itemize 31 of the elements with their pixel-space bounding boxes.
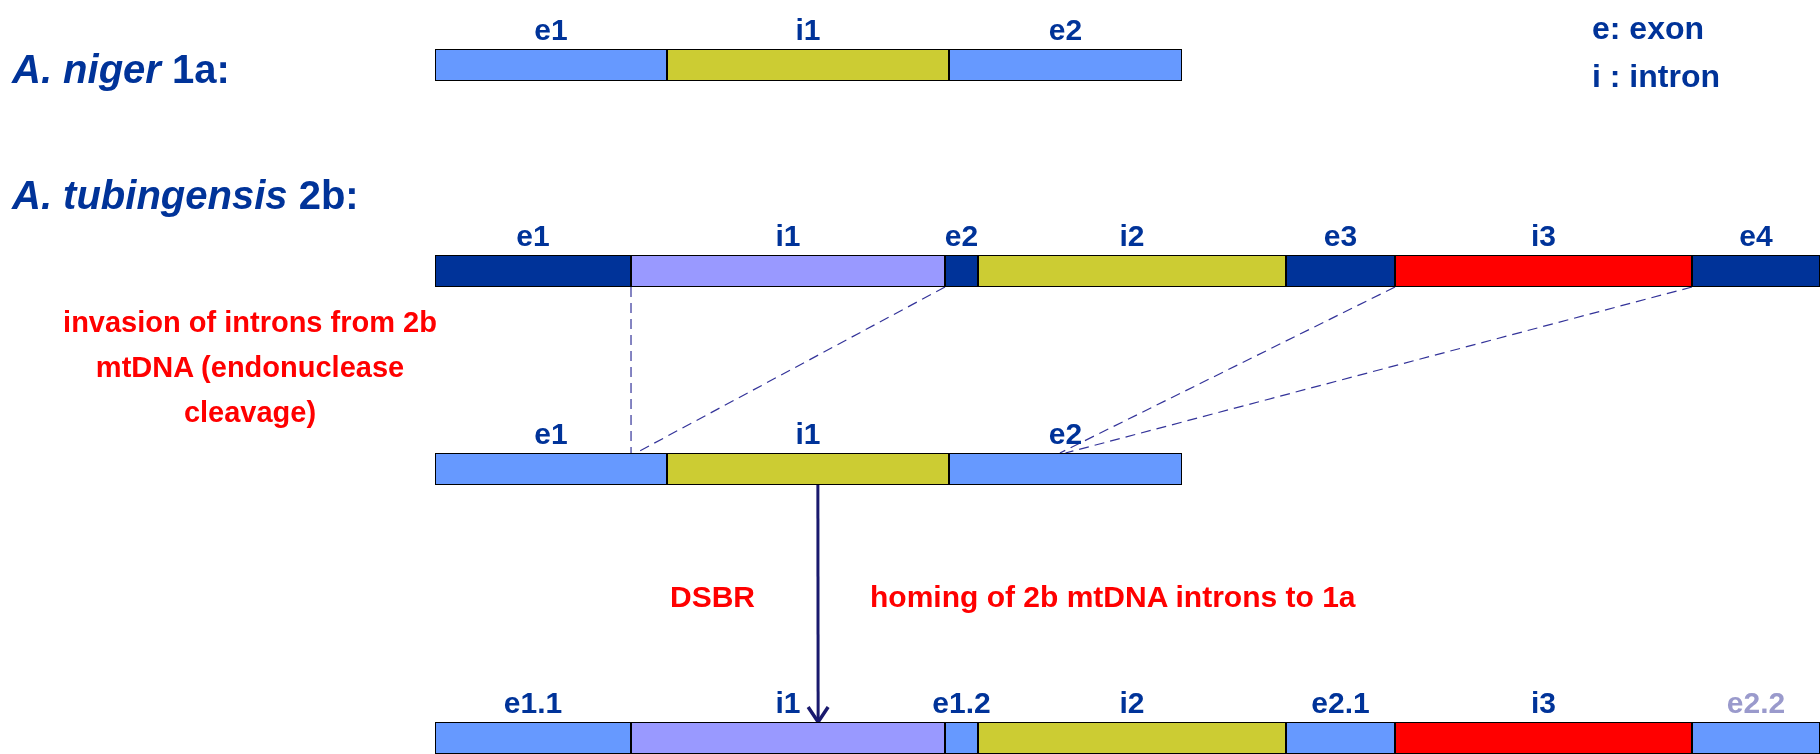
segment-label: e1.1 [503,688,563,718]
segment-label: i1 [775,688,801,718]
row-title: A. niger 1a: [12,46,230,93]
segment-label: i1 [795,15,821,45]
segment-label: e2.1 [1311,688,1370,718]
arrow [806,485,830,724]
segment-label: e4 [1739,221,1773,251]
segment-label: e3 [1323,221,1358,251]
row-title: A. tubingensis 2b: [12,172,359,219]
segment-label: e1 [516,221,550,251]
dashed-line [1059,286,1396,454]
segment-label: i3 [1531,688,1556,718]
segment-label: e2.2 [1726,688,1786,718]
segment-label: e1.2 [932,688,991,718]
dashed-line [630,286,632,454]
segment-label: i1 [795,419,821,449]
segment-label: i1 [775,221,801,251]
segment-label: i3 [1531,221,1556,251]
segment-label: e1 [534,419,568,449]
process-label: DSBR [670,579,755,615]
segment-label: e2 [1048,15,1083,45]
annotation-text: invasion of introns from 2b mtDNA (endonuclease cleavage) [62,305,438,430]
segment-label: e2 [944,221,979,251]
annotation-text: homing of 2b mtDNA introns to 1a [870,579,1356,615]
segment-label: e1 [534,15,568,45]
dashed-line [1064,286,1693,454]
segment-label: i2 [1119,221,1145,251]
segment-label: i2 [1119,688,1145,718]
legend-note: i : intron [1592,57,1720,96]
legend-note: e: exon [1592,9,1705,48]
segment-label: e2 [1048,419,1083,449]
